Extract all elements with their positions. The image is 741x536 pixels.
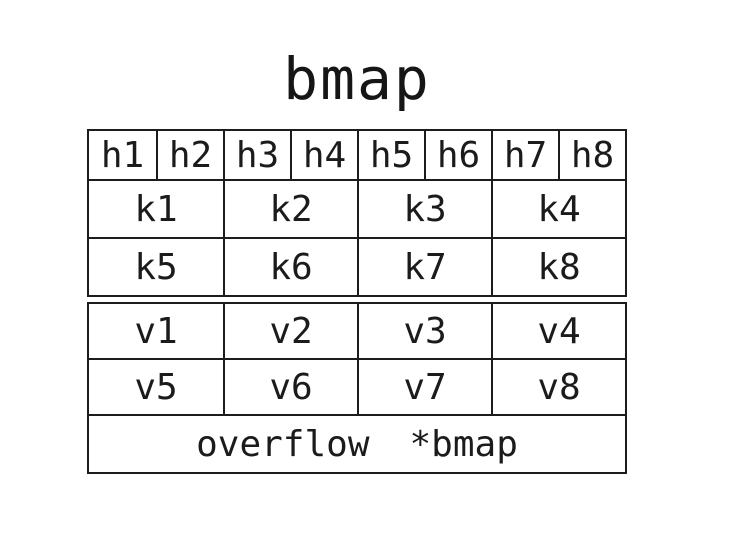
value-cell: v6 — [223, 360, 357, 414]
overflow-row: overflow *bmap — [87, 414, 627, 474]
keys-section: k1 k2 k3 k4 k5 k6 k7 k8 — [87, 179, 627, 297]
overflow-type: *bmap — [409, 423, 518, 465]
value-cell: v8 — [491, 360, 625, 414]
value-cell: v1 — [134, 310, 178, 352]
key-cell: k5 — [134, 246, 178, 288]
hash-cell: h8 — [558, 131, 625, 179]
hash-cell: h1 — [100, 134, 145, 176]
hash-header-row: h1 h2 h3 h4 h5 h6 h7 h8 — [87, 129, 627, 181]
hash-cell: h5 — [357, 131, 424, 179]
hash-cell: h4 — [290, 131, 357, 179]
key-cell: k8 — [491, 239, 625, 295]
hash-cell: h7 — [491, 131, 558, 179]
values-row: v5 v6 v7 v8 — [89, 358, 625, 414]
overflow-label: overflow — [196, 423, 370, 465]
key-cell: k4 — [491, 181, 625, 237]
keys-row: k1 k2 k3 k4 — [89, 181, 625, 237]
hash-cell: h2 — [156, 131, 223, 179]
values-row: v1 v2 v3 v4 — [89, 304, 625, 358]
value-cell: v7 — [357, 360, 491, 414]
bmap-struct: h1 h2 h3 h4 h5 h6 h7 h8 k1 k2 k3 k4 k5 k… — [87, 129, 627, 474]
value-cell: v2 — [223, 304, 357, 358]
diagram-title: bmap — [283, 45, 431, 113]
keys-row: k5 k6 k7 k8 — [89, 237, 625, 295]
key-cell: k7 — [357, 239, 491, 295]
key-cell: k1 — [134, 188, 178, 230]
value-cell: v4 — [491, 304, 625, 358]
value-cell: v5 — [134, 366, 178, 408]
key-cell: k2 — [223, 181, 357, 237]
hash-cell: h3 — [223, 131, 290, 179]
value-cell: v3 — [357, 304, 491, 358]
hash-cell: h6 — [424, 131, 491, 179]
key-cell: k6 — [223, 239, 357, 295]
values-section: v1 v2 v3 v4 v5 v6 v7 v8 — [87, 302, 627, 416]
key-cell: k3 — [357, 181, 491, 237]
